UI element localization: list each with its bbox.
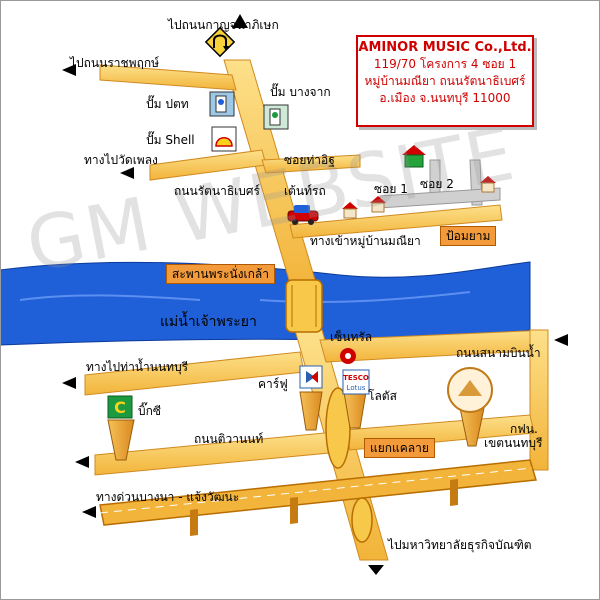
arrow-icon bbox=[368, 565, 384, 575]
address-line-2: หมู่บ้านมณียา ถนนรัตนาธิเบศร์ bbox=[364, 74, 526, 88]
label-ptt-pump: ปั๊ม ปตท bbox=[146, 97, 189, 111]
label-carrefour: คาร์ฟู bbox=[258, 377, 288, 391]
arrow-icon bbox=[232, 14, 248, 28]
label-tent-shop: เต้นท์รถ bbox=[284, 184, 326, 198]
company-name: AMINOR MUSIC Co.,Ltd. bbox=[358, 40, 532, 55]
label-egat-area: เขตนนทบุรี bbox=[484, 436, 543, 450]
callout-security-booth: ป้อมยาม bbox=[440, 226, 497, 246]
label-maneeya-entrance: ทางเข้าหมู่บ้านมณียา bbox=[310, 234, 421, 248]
label-to-nonthaburi-pier: ทางไปท่าน้ำนนทบุรี bbox=[86, 360, 189, 374]
svg-text:C: C bbox=[114, 398, 126, 417]
arrow-icon bbox=[120, 167, 134, 179]
label-tiwanon-rd: ถนนติวานนท์ bbox=[194, 432, 264, 446]
store-pillar-icon: TESCO Lotus bbox=[342, 369, 370, 429]
arrow-icon bbox=[62, 64, 76, 76]
label-rattanathibet-rd: ถนนรัตนาธิเบศร์ bbox=[174, 184, 260, 198]
expressway bbox=[99, 459, 537, 526]
gas-pump-icon bbox=[209, 91, 235, 117]
arrow-icon bbox=[554, 334, 568, 346]
gas-pump-icon bbox=[263, 104, 289, 130]
address-line-3: อ.เมือง จ.นนทบุรี 11000 bbox=[379, 91, 511, 105]
address-line-1: 119/70 โครงการ 4 ซอย 1 bbox=[373, 57, 517, 71]
label-egat: กฟน. bbox=[510, 422, 538, 436]
arrow-icon bbox=[62, 377, 76, 389]
label-to-university: ไปมหาวิทยาลัยธุรกิจบัณฑิต bbox=[388, 538, 532, 552]
bridge bbox=[285, 279, 323, 333]
road-soi-tha-it bbox=[261, 154, 361, 174]
company-info-box: AMINOR MUSIC Co.,Ltd. 119/70 โครงการ 4 ซ… bbox=[356, 35, 534, 127]
expressway-pillars bbox=[190, 509, 198, 536]
label-soi-1: ซอย 1 bbox=[374, 182, 408, 196]
label-to-ratchaphruek: ไปถนนราชพฤกษ์ bbox=[70, 56, 160, 70]
label-expressway: ทางด่วนบางนา - แจ้งวัฒนะ bbox=[96, 490, 240, 504]
tesco-logo-bottom: Lotus bbox=[347, 384, 366, 392]
label-bangchak-pump: ปั๊ม บางจาก bbox=[270, 85, 331, 99]
label-soi-tha-it: ซอยท่าอิฐ bbox=[284, 153, 335, 167]
tesco-logo-top: TESCO bbox=[343, 374, 369, 382]
label-sanambinnam-rd: ถนนสนามบินน้ำ bbox=[456, 346, 541, 360]
car-icon bbox=[287, 205, 319, 225]
label-river: แม่น้ำเจ้าพระยา bbox=[160, 314, 257, 330]
callout-intersection: แยกแคลาย bbox=[364, 438, 435, 458]
arrow-icon bbox=[75, 456, 89, 468]
label-shell-pump: ปั๊ม Shell bbox=[146, 133, 195, 147]
house-icon bbox=[402, 145, 426, 168]
house-icon bbox=[480, 176, 496, 193]
callout-bridge: สะพานพระนั่งเกล้า bbox=[166, 264, 275, 284]
label-central: เซ็นทรัล bbox=[330, 330, 373, 344]
label-to-kanchanaphisek: ไปถนนกาญจนาภิเษก bbox=[168, 18, 279, 32]
label-to-wat-phleng: ทางไปวัดเพลง bbox=[84, 153, 158, 167]
central-logo-icon bbox=[340, 348, 356, 364]
house-icon bbox=[342, 202, 358, 219]
label-soi-2: ซอย 2 bbox=[420, 177, 454, 191]
store-pillar-icon: C bbox=[107, 395, 135, 461]
road-maneeya bbox=[289, 204, 503, 239]
arrow-icon bbox=[82, 506, 96, 518]
label-bigc: บิ๊กซี bbox=[138, 404, 162, 418]
house-icon bbox=[370, 196, 386, 213]
store-pillar-icon bbox=[447, 367, 493, 447]
label-lotus: โลตัส bbox=[368, 389, 397, 403]
shell-logo-icon bbox=[211, 126, 237, 152]
road-ratchaphruek bbox=[99, 64, 237, 91]
store-pillar-icon bbox=[299, 365, 323, 431]
